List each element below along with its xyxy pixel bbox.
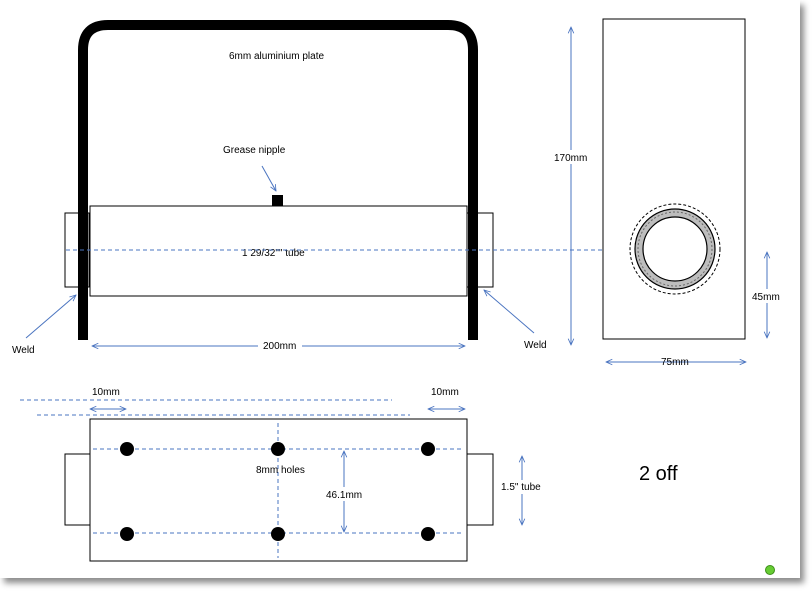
tube-15-label: 1.5" tube [501,482,541,493]
grease-nipple-label: Grease nipple [223,145,286,156]
plate-label: 6mm aluminium plate [229,51,324,62]
hole-spacing-label: 46.1mm [326,490,362,501]
hole-bottom-centre [271,527,285,541]
weld-left-leader [25,295,76,339]
quantity-label: 2 off [639,463,678,485]
plan-view: 10mm 10mm 8mm holes 46.1mm 1.5" tube [20,387,546,562]
front-view: 6mm aluminium plate 1 29/32"" tube Greas… [12,20,547,356]
tube-label: 1 29/32"" tube [242,248,305,259]
plan-right-tube-stub [466,453,494,526]
status-dot-icon [765,565,775,575]
main-tube [89,205,468,297]
height-170-label: 170mm [554,153,587,164]
left-plate-section [78,204,88,299]
holes-label: 8mm holes [256,465,305,476]
aluminium-plate-frame [78,20,478,340]
weld-right-label: Weld [524,340,547,351]
hole-top-centre [271,442,285,456]
grease-nipple-leader [261,165,276,191]
plan-left-tube-stub [64,453,91,526]
width-200-label: 200mm [263,341,296,352]
side-plate [602,18,746,340]
hole-top-left [120,442,134,456]
hole-bottom-right [421,527,435,541]
width-75-label: 75mm [661,357,689,368]
hole-bottom-left [120,527,134,541]
weld-right-leader [484,290,535,334]
height-45-label: 45mm [752,292,780,303]
side-view: 170mm 45mm 75mm [553,18,786,368]
right-plate-section [468,204,478,299]
left-10-label: 10mm [92,387,120,398]
grease-nipple [272,195,283,206]
outer-dashed-circle [629,203,721,295]
tube-bore [642,216,708,282]
tube-thread-circle [637,211,713,287]
hole-top-right [421,442,435,456]
weld-left-label: Weld [12,345,35,356]
right-10-label: 10mm [431,387,459,398]
